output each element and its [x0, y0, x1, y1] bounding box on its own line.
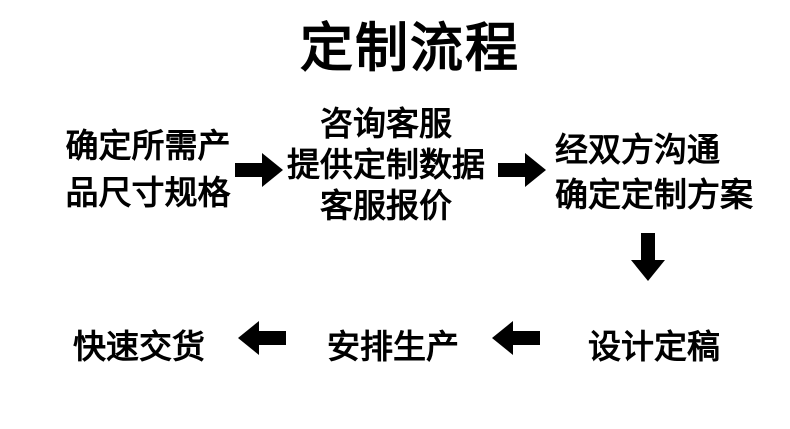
- step-text-line: 提供定制数据: [287, 146, 485, 183]
- step-text-line: 确定定制方案: [555, 176, 753, 213]
- step-text-line: 经双方沟通: [555, 131, 720, 168]
- step-design-finalized: 设计定稿: [588, 328, 720, 365]
- step-text-line: 确定所需产: [65, 127, 231, 164]
- step-arrange-production: 安排生产: [327, 328, 459, 365]
- step-text-line: 咨询客服: [320, 105, 452, 142]
- arrow-left-icon: [238, 321, 286, 355]
- step-determine-product-specs: 确定所需产 品尺寸规格: [62, 122, 234, 216]
- flowchart-title: 定制流程: [300, 19, 520, 78]
- step-text-line: 客服报价: [320, 187, 452, 224]
- step-confirm-custom-plan: 经双方沟通 确定定制方案: [555, 127, 753, 217]
- step-consult-customer-service: 咨询客服 提供定制数据 客服报价: [276, 103, 496, 226]
- arrow-right-icon: [235, 153, 283, 187]
- step-fast-delivery: 快速交货: [73, 328, 205, 365]
- arrow-down-icon: [631, 233, 665, 281]
- arrow-left-icon: [492, 321, 540, 355]
- arrow-right-icon: [498, 153, 546, 187]
- step-text-line: 品尺寸规格: [65, 174, 231, 211]
